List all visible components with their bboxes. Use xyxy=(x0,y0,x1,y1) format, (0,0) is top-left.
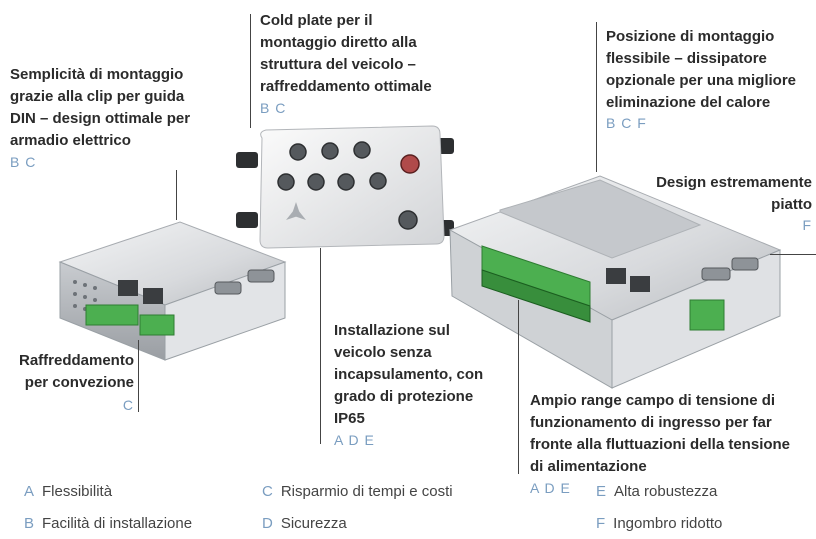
legend-item-f: F Ingombro ridotto xyxy=(596,515,722,532)
legend-item-b: B Facilità di installazione xyxy=(24,515,192,532)
legend-label: Flessibilità xyxy=(42,483,113,500)
callout-cold-plate-codes: B C xyxy=(260,100,287,116)
legend-letter: A xyxy=(24,483,35,500)
leader-line-ip65 xyxy=(320,248,321,444)
legend-label: Sicurezza xyxy=(280,515,347,532)
leader-line-flat-design xyxy=(770,254,816,255)
legend-label: Facilità di installazione xyxy=(42,515,193,532)
legend-item-e: E Alta robustezza xyxy=(596,483,717,500)
callout-ip65-codes: A D E xyxy=(334,432,375,448)
callout-din-clip: Semplicità di montaggio grazie alla clip… xyxy=(10,66,191,149)
legend-letter: B xyxy=(24,515,35,532)
legend-item-c: C Risparmio di tempi e costi xyxy=(262,483,453,500)
terminal-block xyxy=(481,245,591,323)
leader-line-cold-plate xyxy=(250,14,251,128)
large-control-unit xyxy=(448,175,782,389)
callout-cold-plate: Cold plate per il montaggio diretto alla… xyxy=(260,12,432,95)
callout-ip65: Installazione sul veicolo senza incapsul… xyxy=(334,322,484,427)
legend-label: Alta robustezza xyxy=(614,483,718,500)
legend-label: Risparmio di tempi e costi xyxy=(280,483,453,500)
callout-convection: Raffreddamento per convezione xyxy=(18,352,134,391)
legend-item-d: D Sicurezza xyxy=(262,515,347,532)
callout-convection-codes: C xyxy=(122,397,134,413)
legend-item-a: A Flessibilità xyxy=(24,483,112,500)
callout-flex-mount-codes: B C F xyxy=(606,115,647,131)
leader-line-convection xyxy=(138,340,139,412)
legend-label: Ingombro ridotto xyxy=(613,515,723,532)
legend-letter: E xyxy=(596,483,607,500)
leader-line-voltage xyxy=(518,300,519,474)
legend-letter: C xyxy=(262,483,273,500)
cold-plate-device xyxy=(236,125,454,249)
leader-line-din-clip xyxy=(176,170,177,220)
callout-flex-mount: Posizione di montaggio flessibile – diss… xyxy=(606,28,797,111)
leader-line-flex-mount xyxy=(596,22,597,172)
din-rail-device xyxy=(58,221,287,361)
callout-voltage-range: Ampio range campo di tensione di funzion… xyxy=(530,392,791,475)
callout-flat-design-codes: F xyxy=(802,217,812,233)
callout-voltage-range-codes: A D E xyxy=(530,480,571,496)
callout-din-clip-codes: B C xyxy=(10,154,37,170)
callout-flat-design: Design estremamente piatto xyxy=(656,174,812,213)
legend-letter: D xyxy=(262,515,273,532)
legend-letter: F xyxy=(596,515,606,532)
